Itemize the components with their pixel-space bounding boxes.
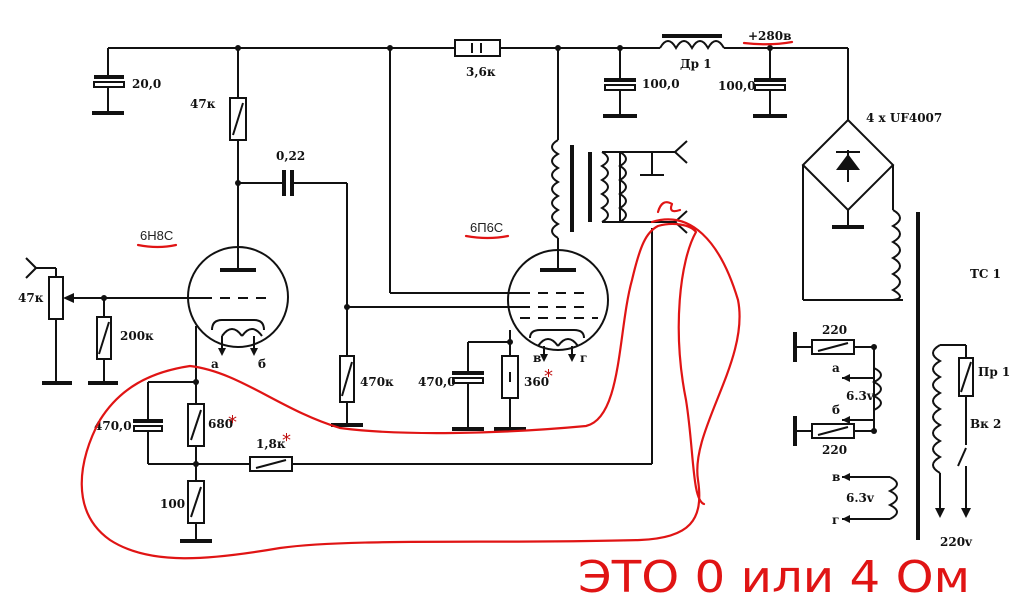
r360-label: 360 bbox=[524, 375, 549, 389]
r220b-label: 220 bbox=[822, 443, 847, 457]
r680-label: 680 bbox=[208, 417, 233, 431]
bridge-label: 4 x UF4007 bbox=[866, 111, 942, 125]
tube-6n8s: а б 6Н8С bbox=[136, 228, 289, 382]
c470b-label: 470,0 bbox=[418, 375, 456, 389]
cathode-network-2: 470,0 360 * bbox=[418, 339, 553, 431]
dropper-resistor: 3,6к bbox=[454, 39, 501, 79]
anode-resistor: 47к bbox=[190, 48, 247, 270]
capacitor-20uf: 20,0 bbox=[92, 48, 161, 115]
pin-v2: в bbox=[832, 470, 840, 484]
red-annotation: ЭТО 0 или 4 Ом bbox=[80, 201, 970, 601]
volume-potentiometer: 47к bbox=[18, 257, 202, 385]
r200k-label: 200к bbox=[120, 329, 154, 343]
voltage-label: +280в bbox=[748, 29, 791, 43]
bridge-rectifier: 4 x UF4007 bbox=[801, 111, 942, 301]
screen-feed bbox=[389, 48, 520, 294]
red-note-text: ЭТО 0 или 4 Ом bbox=[578, 552, 970, 601]
primary-winding: Пр 1 Вк 2 220v bbox=[932, 344, 1010, 549]
asterisk-680: * bbox=[228, 412, 237, 433]
grid-resistor-470k: 470к bbox=[331, 306, 520, 427]
heater2-label: 6.3v bbox=[846, 491, 875, 505]
tube2-pin-v: в bbox=[533, 351, 541, 365]
c100a-label: 100,0 bbox=[642, 77, 680, 91]
heater-winding-1: 220 а 6.3v б bbox=[793, 323, 882, 432]
transformer-label: ТС 1 bbox=[970, 267, 1001, 281]
bridge-winding bbox=[890, 209, 903, 301]
tube1-pin-b: б bbox=[258, 357, 266, 371]
tube2-label: 6П6С bbox=[470, 220, 503, 235]
output-transformer bbox=[551, 48, 688, 270]
cathode-network-1: 470,0 680 100 * bbox=[94, 379, 237, 543]
choke-label: Др 1 bbox=[680, 57, 712, 71]
r100-label: 100 bbox=[160, 497, 185, 511]
switch-label: Вк 2 bbox=[970, 417, 1001, 431]
red-loop bbox=[80, 218, 741, 560]
asterisk-360: * bbox=[544, 366, 553, 387]
r36k-label: 3,6к bbox=[466, 65, 496, 79]
capacitor-100uf-b: 100,0 bbox=[718, 48, 787, 118]
heater-winding-hum: 220 bbox=[793, 416, 877, 457]
pin-a2: а bbox=[832, 361, 840, 375]
r470k-label: 470к bbox=[360, 375, 394, 389]
r47k-label: 47к bbox=[190, 97, 216, 111]
red-squiggle bbox=[656, 201, 682, 214]
pin-g2: г bbox=[832, 513, 839, 527]
feedback-resistor: 1,8к * bbox=[196, 228, 653, 472]
c20-label: 20,0 bbox=[132, 77, 161, 91]
grid-resistor-200k: 200к bbox=[88, 298, 154, 385]
tube2-pin-g: г bbox=[580, 351, 587, 365]
capacitor-100uf-a: 100,0 bbox=[603, 48, 680, 118]
c022-label: 0,22 bbox=[276, 149, 305, 163]
c100b-label: 100,0 bbox=[718, 79, 756, 93]
tube1-label: 6Н8С bbox=[140, 228, 173, 243]
pot-label: 47к bbox=[18, 291, 44, 305]
heater1-label: 6.3v bbox=[846, 389, 875, 403]
tube1-pin-a: а bbox=[211, 357, 219, 371]
mains-label: 220v bbox=[940, 535, 973, 549]
choke: Др 1 bbox=[659, 34, 725, 71]
asterisk-18k: * bbox=[282, 430, 291, 451]
coupling-capacitor: 0,22 bbox=[238, 149, 350, 356]
supply-rail bbox=[108, 45, 849, 120]
fuse-label: Пр 1 bbox=[978, 365, 1010, 379]
r220a-label: 220 bbox=[822, 323, 847, 337]
supply-voltage: +280в bbox=[742, 29, 794, 46]
heater-winding-2: в 6.3v г bbox=[832, 470, 898, 527]
c470a-label: 470,0 bbox=[94, 419, 132, 433]
tube-6p6s: в г 6П6С bbox=[464, 220, 609, 365]
pin-b2: б bbox=[832, 403, 840, 417]
r18k-label: 1,8к bbox=[256, 437, 286, 451]
